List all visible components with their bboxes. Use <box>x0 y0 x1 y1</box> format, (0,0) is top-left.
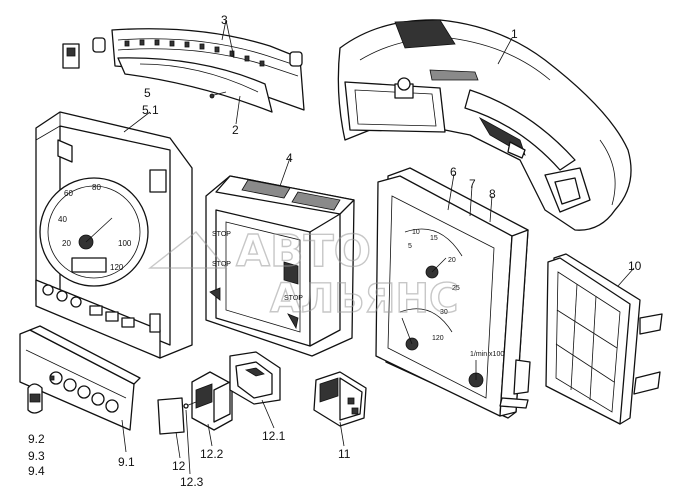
display-text-1: STOP <box>212 261 231 268</box>
tacho-tick-1: 10 <box>412 229 420 236</box>
callout-10: 10 <box>628 259 642 273</box>
callout-9-3: 9.3 <box>28 449 45 463</box>
callout-2: 2 <box>232 123 239 137</box>
display-text-2: STOP <box>284 295 303 302</box>
callout-11: 11 <box>338 447 351 461</box>
tacho-tick-3: 20 <box>448 257 456 264</box>
callout-8: 8 <box>489 187 496 201</box>
callout-3: 3 <box>221 13 228 27</box>
speedo-tick-4: 100 <box>118 239 132 248</box>
callout-12-1: 12.1 <box>262 429 286 443</box>
callout-12-3: 12.3 <box>180 475 204 489</box>
tachograph-scale: 5 10 15 20 25 30 120 1/min x100 <box>408 229 504 358</box>
display-text-0: STOP <box>212 231 231 238</box>
part-4-display-module <box>205 175 355 357</box>
part-6-8-tachograph-panel <box>375 167 531 419</box>
callout-4: 4 <box>286 151 293 165</box>
callout-9-1: 9.1 <box>118 455 135 469</box>
tacho-tick-2: 15 <box>430 235 438 242</box>
tacho-tick-5: 30 <box>440 309 448 316</box>
part-11-rocker-switch <box>313 371 367 427</box>
speedo-tick-1: 40 <box>58 215 67 224</box>
speedometer-scale: 20 40 60 80 100 120 <box>58 183 132 272</box>
tacho-tick-4: 25 <box>452 285 460 292</box>
part-5-instrument-cluster <box>35 111 193 359</box>
part-3-trim-strips <box>62 28 305 113</box>
speedo-tick-3: 80 <box>92 183 101 192</box>
tacho-tick-6: 120 <box>432 335 444 342</box>
trim-slots <box>124 39 265 67</box>
leader-lines <box>121 19 635 475</box>
watermark: АВТО АЛЬЯНС <box>147 225 459 323</box>
display-labels: STOP STOP STOP <box>212 231 303 302</box>
callout-12-2: 12.2 <box>200 447 224 461</box>
callouts: 1 2 3 4 5 5.1 6 7 8 9.1 9.2 9.3 9.4 10 1… <box>28 13 642 489</box>
part-12-switches <box>157 351 281 435</box>
watermark-line-2: АЛЬЯНС <box>270 276 458 322</box>
watermark-line-1: АВТО <box>236 226 371 277</box>
tacho-tick-0: 5 <box>408 243 412 250</box>
callout-9-4: 9.4 <box>28 464 45 478</box>
part-9-switch-panel <box>19 325 141 431</box>
speedo-tick-2: 60 <box>64 189 73 198</box>
callout-7: 7 <box>469 177 476 191</box>
speedo-tick-5: 120 <box>110 263 124 272</box>
speedo-tick-0: 20 <box>62 239 71 248</box>
callout-9-2: 9.2 <box>28 432 45 446</box>
part-10-grille <box>545 253 663 425</box>
callout-5-1: 5.1 <box>142 103 159 117</box>
part-1-dashboard-housing <box>337 19 632 231</box>
callout-12: 12 <box>172 459 186 473</box>
callout-5: 5 <box>144 86 151 100</box>
callout-6: 6 <box>450 165 457 179</box>
tacho-unit: 1/min x100 <box>470 351 504 358</box>
callout-1: 1 <box>511 27 518 41</box>
